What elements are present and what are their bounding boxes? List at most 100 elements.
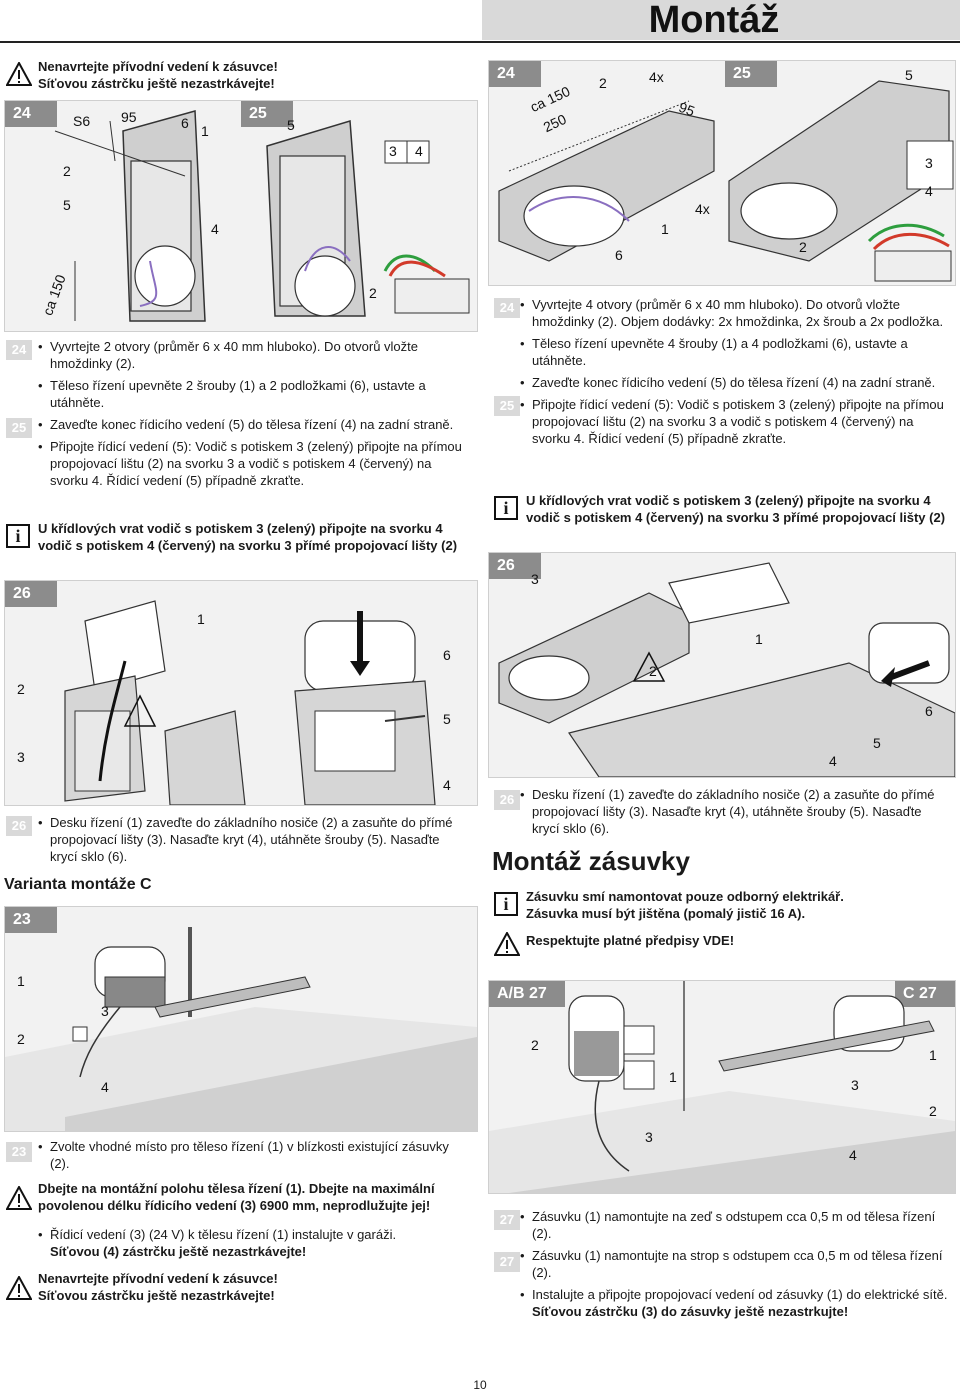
callout: 2 (369, 285, 377, 301)
callout: 2 (649, 663, 657, 679)
callout: 1 (197, 611, 205, 627)
steps-list-left: Vyvrtejte 2 otvory (průměr 6 x 40 mm hlu… (38, 338, 468, 494)
callout: 5 (905, 67, 913, 83)
callout: 4 (415, 143, 423, 159)
callout: S6 (73, 113, 91, 129)
callout: 5 (63, 197, 71, 213)
info-text: U křídlových vrat vodič s potiskem 3 (ze… (38, 521, 458, 553)
callout: 2 (599, 75, 607, 91)
step-text: Instalujte a připojte propojovací vedení… (532, 1287, 948, 1302)
step-item: Zaveďte konec řídicího vedení (5) do těl… (38, 416, 468, 433)
warning-text-bottom: Nenavrtejte přívodní vedení k zásuvce! S… (38, 1270, 468, 1304)
control-board-drawing (64, 600, 436, 805)
callout: 6 (615, 247, 623, 263)
variant-heading: Varianta montáže C (4, 876, 152, 893)
callout: 4 (849, 1147, 857, 1163)
callout: 2 (17, 681, 25, 697)
callout: 3 (645, 1129, 653, 1145)
step-badge: 27 (494, 1210, 520, 1230)
callout: 3 (531, 571, 539, 587)
figure-tab: C 27 (895, 981, 955, 1007)
socket-heading: Montáž zásuvky (492, 846, 690, 876)
info-icon: i (494, 496, 518, 520)
info-icon: i (494, 892, 518, 916)
step-item: Vyvrtejte 2 otvory (průměr 6 x 40 mm hlu… (38, 338, 468, 372)
step-text-bold: Síťovou (4) zástrčku ještě nezastrkávejt… (50, 1244, 307, 1259)
warning-line: Síťovou zástrčku ještě nezastrkávejte! (38, 76, 275, 91)
callout: 3 (101, 1003, 109, 1019)
step-badge: 25 (494, 396, 520, 416)
steps-list-right: Vyvrtejte 4 otvory (průměr 6 x 40 mm hlu… (520, 296, 950, 452)
figure-tab: 25 (241, 101, 293, 127)
step-item: Desku řízení (1) zaveďte do základního n… (520, 786, 950, 837)
warning-icon (6, 62, 32, 86)
step-item: Zásuvku (1) namontujte na strop s odstup… (520, 1247, 950, 1281)
step-item: Desku řízení (1) zaveďte do základního n… (38, 814, 468, 865)
info-line: Zásuvku smí namontovat pouze odborný ele… (526, 889, 844, 904)
callout: 1 (201, 123, 209, 139)
step-text: Řídicí vedení (3) (24 V) k tělesu řízení… (50, 1227, 397, 1242)
step-item: Připojte řídicí vedení (5): Vodič s poti… (38, 438, 468, 489)
callout: 5 (873, 735, 881, 751)
socket-warning-text: Respektujte platné předpisy VDE! (526, 933, 735, 948)
title-bar (482, 0, 960, 40)
callout: 3 (925, 155, 933, 171)
callout: 2 (17, 1031, 25, 1047)
step-item: Těleso řízení upevněte 4 šrouby (1) a 4 … (520, 335, 950, 369)
step27-list: Zásuvku (1) namontujte na zeď s odstupem… (520, 1208, 950, 1325)
figure-23: 23 1 3 2 4 (4, 906, 478, 1132)
figure-tab: A/B 27 (489, 981, 565, 1007)
step26-list-left: Desku řízení (1) zaveďte do základního n… (38, 814, 468, 870)
warning-icon (494, 932, 520, 956)
step26-list-right: Desku řízení (1) zaveďte do základního n… (520, 786, 950, 842)
callout: 6 (181, 115, 189, 131)
step-badge: 25 (6, 418, 32, 438)
step-badge: 26 (6, 816, 32, 836)
callout: 2 (929, 1103, 937, 1119)
step-badge: 24 (494, 298, 520, 318)
step-item: Zvolte vhodné místo pro těleso řízení (1… (38, 1138, 468, 1172)
callout: 1 (17, 973, 25, 989)
info-line: Zásuvka musí být jištěna (pomalý jistič … (526, 906, 806, 921)
callout: 2 (63, 163, 71, 179)
step-item: Řídicí vedení (3) (24 V) k tělesu řízení… (38, 1226, 468, 1260)
step-badge: 26 (494, 790, 520, 810)
callout: 1 (661, 221, 669, 237)
figure-tab: 26 (5, 581, 57, 607)
callout: 1 (669, 1069, 677, 1085)
step23b-list: Řídicí vedení (3) (24 V) k tělesu řízení… (38, 1226, 468, 1265)
callout: 6 (443, 647, 451, 663)
callout: 4 (101, 1079, 109, 1095)
callout: 4x (649, 69, 664, 85)
callout: 5 (443, 711, 451, 727)
figure-tab: 23 (5, 907, 57, 933)
callout: 3 (851, 1077, 859, 1093)
step-badge: 23 (6, 1142, 32, 1162)
warning-line: Síťovou zástrčku ještě nezastrkávejte! (38, 1288, 275, 1303)
ceiling-mount-drawing (498, 80, 954, 282)
info-text: U křídlových vrat vodič s potiskem 3 (ze… (526, 493, 946, 525)
warning-text-top: Nenavrtejte přívodní vedení k zásuvce! S… (38, 58, 468, 92)
callout: 1 (929, 1047, 937, 1063)
step-item: Těleso řízení upevněte 2 šrouby (1) a 2 … (38, 377, 468, 411)
figure-24-25-right: 24 25 2 4x 95 ca 150 250 6 1 4x 5 3 4 2 (488, 60, 956, 286)
callout: 4 (211, 221, 219, 237)
callout: 95 (121, 109, 137, 125)
garage-drawing (5, 927, 477, 1131)
callout: 3 (17, 749, 25, 765)
warning-line: Nenavrtejte přívodní vedení k zásuvce! (38, 59, 278, 74)
figure-24-25-left: 24 25 S6 95 6 1 2 5 4 ca 150 5 3 4 2 (4, 100, 478, 332)
step-item: Zásuvku (1) namontujte na zeď s odstupem… (520, 1208, 950, 1242)
socket-info-text: Zásuvku smí namontovat pouze odborný ele… (526, 888, 954, 922)
page-number: 10 (473, 1378, 487, 1392)
step-item: Zaveďte konec řídicího vedení (5) do těl… (520, 374, 950, 391)
callout: 6 (925, 703, 933, 719)
callout: 2 (799, 239, 807, 255)
figure-tab: 25 (725, 61, 777, 87)
callout: 1 (755, 631, 763, 647)
callout: 4x (695, 201, 710, 217)
warning-line: Nenavrtejte přívodní vedení k zásuvce! (38, 1271, 278, 1286)
figure-tab: 26 (489, 553, 541, 579)
callout: 4 (925, 183, 933, 199)
step-item: Instalujte a připojte propojovací vedení… (520, 1286, 950, 1320)
